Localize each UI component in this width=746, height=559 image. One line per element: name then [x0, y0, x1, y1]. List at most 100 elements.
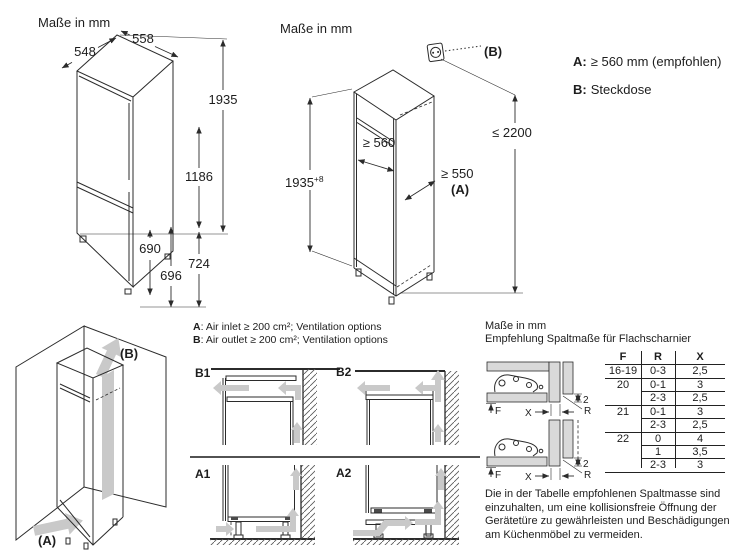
cell-x: 2,5 — [692, 365, 708, 377]
cell-f — [605, 459, 641, 472]
hinge2-gap-label: 2 — [583, 459, 589, 470]
hinge1-r-label: R — [584, 406, 591, 417]
hinge2-f-label: F — [495, 470, 501, 481]
corner-niche-outline — [55, 347, 125, 550]
table-row: 2-3 2,5 — [605, 419, 725, 433]
table-row: 2-3 2,5 — [605, 392, 725, 406]
socket-label: (B) — [484, 44, 502, 59]
corner-walls — [15, 325, 167, 542]
diagram-a2 — [353, 465, 459, 545]
table-divider-1 — [641, 351, 642, 468]
cell-f: 21 — [616, 406, 630, 418]
corner-hidden-edge — [95, 387, 121, 401]
hinge1-f-label: F — [495, 406, 501, 417]
airflow-arrow-inlet — [33, 513, 83, 536]
hinge-diagram-2: 2 F X R — [486, 419, 591, 483]
ventilation-option-labels: B1 B2 A1 A2 — [195, 365, 352, 481]
appliance-svg: Maße in mm — [38, 15, 237, 308]
dim-niche-height: 1935+8 — [285, 174, 324, 190]
dim-upper: 1186 — [185, 169, 213, 184]
legend-value-a: ≥ 560 mm (empfohlen) — [590, 54, 722, 69]
hinge-diagrams-svg: 2 F X R — [486, 361, 591, 483]
cell-r: 1 — [641, 446, 675, 459]
cell-f: 20 — [616, 379, 630, 391]
appliance-dimension-drawing: Maße in mm — [30, 10, 260, 320]
hinge-title: Maße in mm — [485, 320, 547, 332]
table-row: 2-3 3 — [605, 459, 725, 473]
niche-title: Maße in mm — [280, 21, 352, 36]
table-header-f: F — [619, 351, 627, 363]
ventilation-note-b-text: : Air outlet ≥ 200 cm²; Ventilation opti… — [200, 333, 388, 346]
socket-icon — [426, 42, 445, 63]
ventilation-note-a: A: Air inlet ≥ 200 cm²; Ventilation opti… — [193, 321, 381, 334]
legend-value-b: Steckdose — [590, 82, 652, 97]
cell-x: 3 — [675, 406, 725, 419]
niche-hidden-edge-bottom — [396, 264, 432, 288]
hinge2-x-label: X — [525, 472, 532, 483]
appliance-dim-labels: 548 558 1935 1186 690 696 724 — [74, 31, 237, 283]
cell-x: 2,5 — [692, 392, 708, 404]
label-a2: A2 — [336, 466, 352, 480]
cell-x: 2,5 — [692, 419, 708, 431]
appliance-title: Maße in mm — [38, 15, 110, 30]
table-header-r: R — [654, 351, 662, 363]
cell-x: 3 — [696, 459, 704, 471]
corner-svg: (B) (A) — [15, 325, 167, 550]
cell-x: 3,5 — [675, 446, 725, 459]
ventilation-note-b: B: Air outlet ≥ 200 cm²; Ventilation opt… — [193, 334, 388, 347]
dim-lower-inner: 690 — [139, 241, 161, 256]
dim-niche-depth: ≥ 550 — [441, 166, 473, 181]
cell-x: 4 — [675, 433, 725, 446]
ventilation-section: A: Air inlet ≥ 200 cm²; Ventilation opti… — [190, 320, 482, 559]
appliance-dim-lines — [61, 30, 228, 308]
ventilation-note-a-key: A — [193, 321, 201, 333]
label-b1: B1 — [195, 366, 211, 380]
dim-depth: 558 — [132, 31, 154, 46]
cell-r: 0-1 — [641, 406, 675, 419]
hinge-diagram-1: 2 F X R — [486, 361, 591, 419]
legend: A:≥ 560 mm (empfohlen) B:Steckdose — [570, 48, 746, 118]
label-a1: A1 — [195, 467, 211, 481]
cell-x: 3 — [675, 379, 725, 392]
diagram-b2 — [355, 370, 459, 445]
cell-f: 16-19 — [608, 365, 638, 377]
niche-outline — [353, 69, 435, 305]
table-header-x: X — [696, 351, 704, 363]
cell-f: 22 — [616, 433, 630, 445]
dim-max-height: ≤ 2200 — [492, 125, 532, 140]
cell-r: 2-3 — [650, 392, 666, 404]
ventilation-svg: B1 B2 A1 A2 — [190, 365, 480, 545]
dim-height: 1935 — [209, 92, 238, 107]
hinge-subtitle: Empfehlung Spaltmaße für Flachscharnier — [485, 333, 692, 345]
niche-svg: Maße in mm — [280, 21, 532, 305]
dim-niche-width: ≥ 560 — [363, 135, 395, 150]
cell-r: 2-3 — [650, 419, 666, 431]
airflow-band — [102, 370, 114, 500]
dim-width: 548 — [74, 44, 96, 59]
dim-lower-section: 724 — [188, 256, 210, 271]
diagram-b1 — [211, 368, 340, 445]
legend-key-a: A: — [573, 54, 587, 69]
legend-item-a: A:≥ 560 mm (empfohlen) — [573, 54, 721, 69]
ventilation-note-a-text: : Air inlet ≥ 200 cm²; Ventilation optio… — [200, 321, 382, 333]
cell-f — [605, 392, 641, 405]
table-header-row: F R X — [605, 351, 725, 365]
hinge1-x-label: X — [525, 408, 532, 419]
ventilation-note-b-key: B — [193, 333, 201, 346]
corner-inlet-label: (A) — [38, 533, 56, 548]
cell-f — [605, 446, 641, 459]
socket-leader-line — [444, 45, 482, 52]
cell-r: 2-3 — [650, 459, 666, 471]
niche-dim-lines — [307, 58, 523, 294]
legend-item-b: B:Steckdose — [573, 82, 651, 97]
label-b2: B2 — [336, 365, 352, 379]
corner-airflow-drawing: (B) (A) — [8, 322, 188, 559]
corner-outlet-label: (B) — [120, 346, 138, 361]
cell-f — [605, 419, 641, 432]
